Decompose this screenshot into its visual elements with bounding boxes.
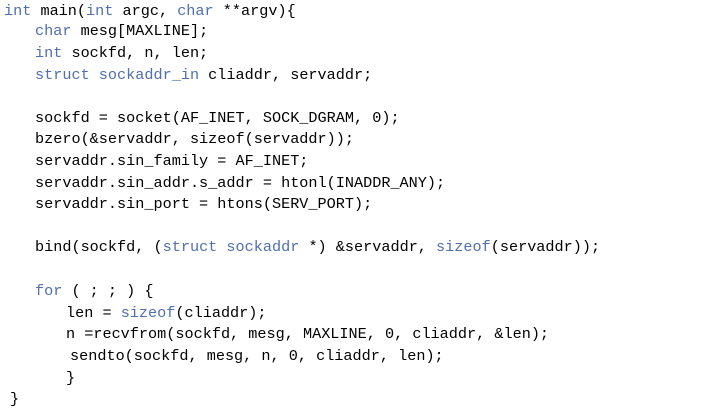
code-line: len = sizeof(cliaddr); xyxy=(66,302,267,324)
code-keyword: struct sockaddr_in xyxy=(35,66,200,84)
code-token: } xyxy=(10,390,20,408)
code-keyword: sizeof xyxy=(436,238,491,256)
code-line: int main(int argc, char **argv){ xyxy=(4,0,296,22)
code-line: servaddr.sin_port = htons(SERV_PORT); xyxy=(35,193,372,215)
code-token: servaddr.sin_addr.s_addr = htonl(INADDR_… xyxy=(35,174,446,192)
code-keyword: sizeof xyxy=(120,304,176,322)
code-token: sendto(sockfd, mesg, n, 0, cliaddr, len)… xyxy=(70,347,444,365)
code-token: main( xyxy=(31,2,87,20)
code-keyword: char xyxy=(35,22,72,40)
code-line: } xyxy=(66,367,75,389)
code-token: (servaddr)); xyxy=(490,238,601,256)
code-token: **argv){ xyxy=(213,2,296,20)
code-line: char mesg[MAXLINE]; xyxy=(35,20,208,42)
code-token: len = xyxy=(66,304,121,322)
code-line: bzero(&servaddr, sizeof(servaddr)); xyxy=(35,128,354,150)
code-token: sockfd, n, len; xyxy=(62,44,209,62)
code-line: servaddr.sin_family = AF_INET; xyxy=(35,150,308,172)
code-token: argc, xyxy=(113,2,178,20)
code-line: bind(sockfd, (struct sockaddr *) &servad… xyxy=(35,236,600,258)
code-keyword: struct sockaddr xyxy=(162,238,300,256)
code-token: bzero(&servaddr, sizeof(servaddr)); xyxy=(35,130,354,148)
code-token: n =recvfrom(sockfd, mesg, MAXLINE, 0, cl… xyxy=(66,325,550,343)
code-token: (cliaddr); xyxy=(175,304,267,322)
code-token: servaddr.sin_family = AF_INET; xyxy=(35,152,309,170)
code-keyword: int xyxy=(4,2,32,20)
code-line: servaddr.sin_addr.s_addr = htonl(INADDR_… xyxy=(35,172,445,194)
code-keyword: char xyxy=(177,2,214,20)
code-token: mesg[MAXLINE]; xyxy=(71,22,209,40)
code-token: cliaddr, servaddr; xyxy=(199,66,373,84)
code-keyword: int xyxy=(35,44,63,62)
code-token: *) &servaddr, xyxy=(299,238,437,256)
code-token: bind(sockfd, ( xyxy=(35,238,163,256)
code-line: int sockfd, n, len; xyxy=(35,42,208,64)
code-token: servaddr.sin_port = htons(SERV_PORT); xyxy=(35,195,373,213)
code-token: } xyxy=(66,369,76,387)
code-keyword: int xyxy=(86,2,114,20)
code-keyword: for xyxy=(35,282,63,300)
code-line: sockfd = socket(AF_INET, SOCK_DGRAM, 0); xyxy=(35,107,400,129)
code-line: struct sockaddr_in cliaddr, servaddr; xyxy=(35,64,372,86)
code-line: sendto(sockfd, mesg, n, 0, cliaddr, len)… xyxy=(70,345,444,367)
code-token: ( ; ; ) { xyxy=(62,282,154,300)
code-line: for ( ; ; ) { xyxy=(35,280,153,302)
code-line: } xyxy=(10,388,19,410)
code-line: n =recvfrom(sockfd, mesg, MAXLINE, 0, cl… xyxy=(66,323,549,345)
code-token: sockfd = socket(AF_INET, SOCK_DGRAM, 0); xyxy=(35,109,400,127)
